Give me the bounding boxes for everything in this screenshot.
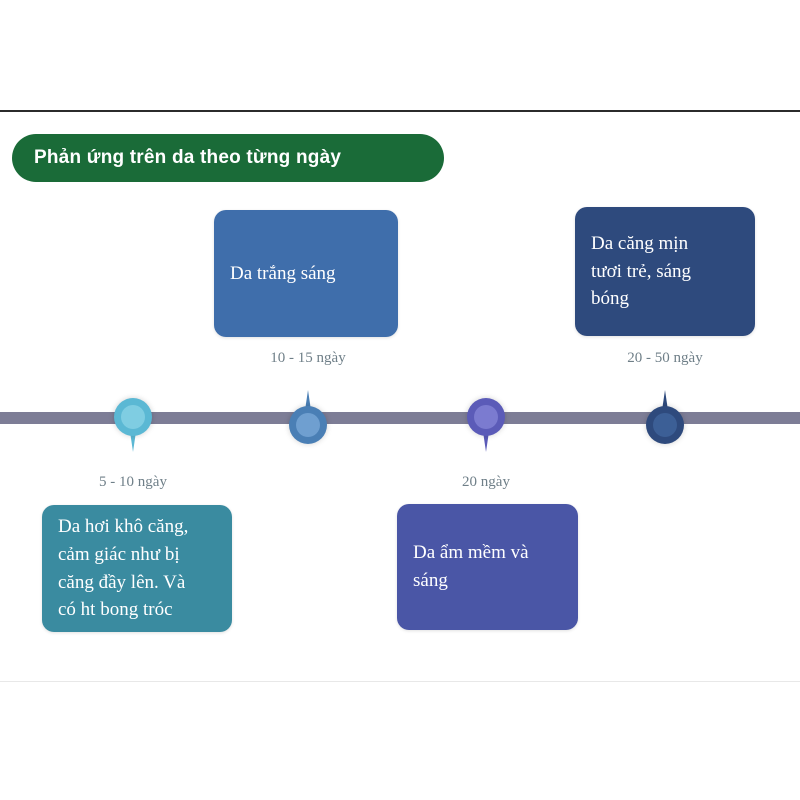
milestone-card-text-2: Da trắng sáng bbox=[230, 262, 336, 284]
milestone-card-4: Da căng mịn tươi trẻ, sáng bóng bbox=[575, 207, 755, 336]
page-title: Phản ứng trên da theo từng ngày bbox=[34, 147, 342, 168]
milestone-card-text-1: Da hơi khô căng, cảm giác như bị căng đầ… bbox=[58, 516, 189, 621]
milestone-card-text-4: Da căng mịn tươi trẻ, sáng bóng bbox=[591, 233, 692, 310]
milestone-card-3: Da ẩm mềm và sáng bbox=[397, 504, 578, 630]
date-label-4: 20 - 50 ngày bbox=[627, 350, 703, 366]
milestone-card-text-3: Da ẩm mềm và sáng bbox=[413, 542, 529, 591]
title-banner: Phản ứng trên da theo từng ngày bbox=[12, 134, 444, 182]
canvas-bottom-divider bbox=[0, 681, 800, 682]
pin-inner-icon bbox=[296, 413, 320, 437]
date-label-1: 5 - 10 ngày bbox=[99, 474, 167, 490]
timeline-marker-4[interactable] bbox=[643, 382, 687, 454]
date-label-3: 20 ngày bbox=[462, 474, 510, 490]
timeline-marker-1[interactable] bbox=[111, 388, 155, 460]
pin-inner-icon bbox=[474, 405, 498, 429]
pin-inner-icon bbox=[653, 413, 677, 437]
date-label-2: 10 - 15 ngày bbox=[270, 350, 346, 366]
pin-inner-icon bbox=[121, 405, 145, 429]
milestone-card-2: Da trắng sáng bbox=[214, 210, 398, 337]
canvas-top-divider bbox=[0, 110, 800, 112]
milestone-card-1: Da hơi khô căng, cảm giác như bị căng đầ… bbox=[42, 505, 232, 632]
timeline-marker-3[interactable] bbox=[464, 388, 508, 460]
timeline-marker-2[interactable] bbox=[286, 382, 330, 454]
timeline-axis bbox=[0, 412, 800, 424]
